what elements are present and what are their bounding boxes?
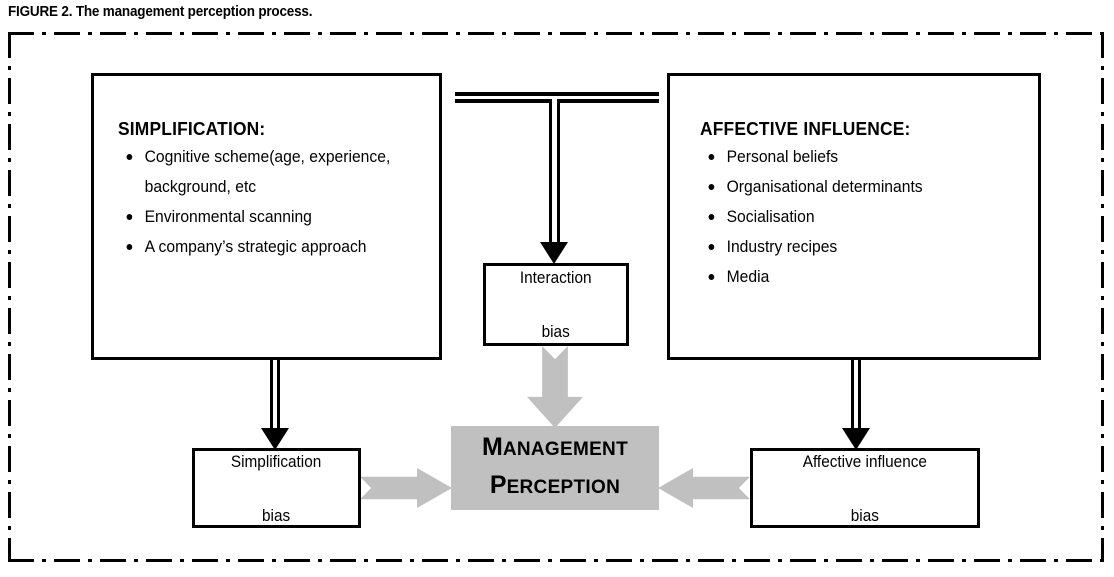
node-management-perception: MANAGEMENT PERCEPTION	[451, 426, 659, 510]
node-interaction-bias-line2: bias	[541, 322, 571, 341]
list-item: Cognitive scheme(age, experience, backgr…	[118, 142, 412, 202]
node-simplification-bias-line2: bias	[262, 505, 291, 525]
panel-affective-influence-list: Personal beliefs Organisational determin…	[700, 142, 1026, 292]
list-item: Socialisation	[700, 202, 1010, 232]
node-interaction-bias-label: Interaction bias	[518, 264, 593, 345]
node-affective-influence-bias: Affective influence bias	[750, 448, 980, 528]
node-affective-influence-bias-label: Affective influence bias	[800, 448, 931, 529]
node-management-perception-line1-rest: ANAGEMENT	[502, 439, 628, 460]
node-management-perception-line2: PERCEPTION	[490, 468, 620, 506]
panel-affective-influence: AFFECTIVE INFLUENCE: Personal beliefs Or…	[667, 73, 1041, 360]
node-management-perception-line1-cap: M	[482, 433, 503, 461]
double-line-arrow-to-interaction-bias	[549, 99, 560, 245]
arrowhead-down-icon	[540, 242, 568, 264]
node-simplification-bias: Simplification bias	[192, 448, 361, 528]
gray-arrow-right-icon	[360, 468, 452, 508]
node-simplification-bias-line1: Simplification	[231, 451, 322, 471]
panel-simplification-title: SIMPLIFICATION:	[118, 118, 266, 139]
list-item: A company’s strategic approach	[118, 232, 412, 262]
double-line-arrow-to-simplification-bias	[270, 360, 280, 432]
node-interaction-bias: Interaction bias	[483, 263, 629, 346]
gray-arrow-left-icon	[658, 468, 750, 508]
figure-caption: FIGURE 2. The management perception proc…	[8, 4, 313, 20]
frame-left-edge	[8, 32, 11, 562]
gray-arrow-down-icon	[527, 346, 583, 428]
frame-right-edge	[1101, 32, 1104, 562]
frame-bottom-edge	[8, 559, 1104, 562]
panel-simplification-list: Cognitive scheme(age, experience, backgr…	[118, 142, 427, 262]
panel-affective-influence-title: AFFECTIVE INFLUENCE:	[700, 118, 911, 139]
list-item: Organisational determinants	[700, 172, 1010, 202]
list-item: Environmental scanning	[118, 202, 412, 232]
frame-top-edge	[8, 32, 1104, 35]
node-management-perception-line2-rest: ERCEPTION	[506, 477, 621, 498]
panel-simplification: SIMPLIFICATION: Cognitive scheme(age, ex…	[91, 73, 442, 360]
arrowhead-down-icon	[261, 428, 289, 450]
list-item: Media	[700, 262, 1010, 292]
arrowhead-down-icon	[842, 428, 870, 450]
node-management-perception-line1: MANAGEMENT	[482, 430, 628, 468]
node-interaction-bias-line1: Interaction	[520, 268, 592, 287]
node-affective-influence-bias-line2: bias	[850, 505, 880, 525]
node-simplification-bias-label: Simplification bias	[229, 448, 324, 529]
list-item: Personal beliefs	[700, 142, 1010, 172]
list-item: Industry recipes	[700, 232, 1010, 262]
node-management-perception-line2-cap: P	[489, 471, 507, 499]
node-affective-influence-bias-line1: Affective influence	[802, 451, 928, 471]
double-line-arrow-to-affective-bias	[851, 360, 861, 432]
